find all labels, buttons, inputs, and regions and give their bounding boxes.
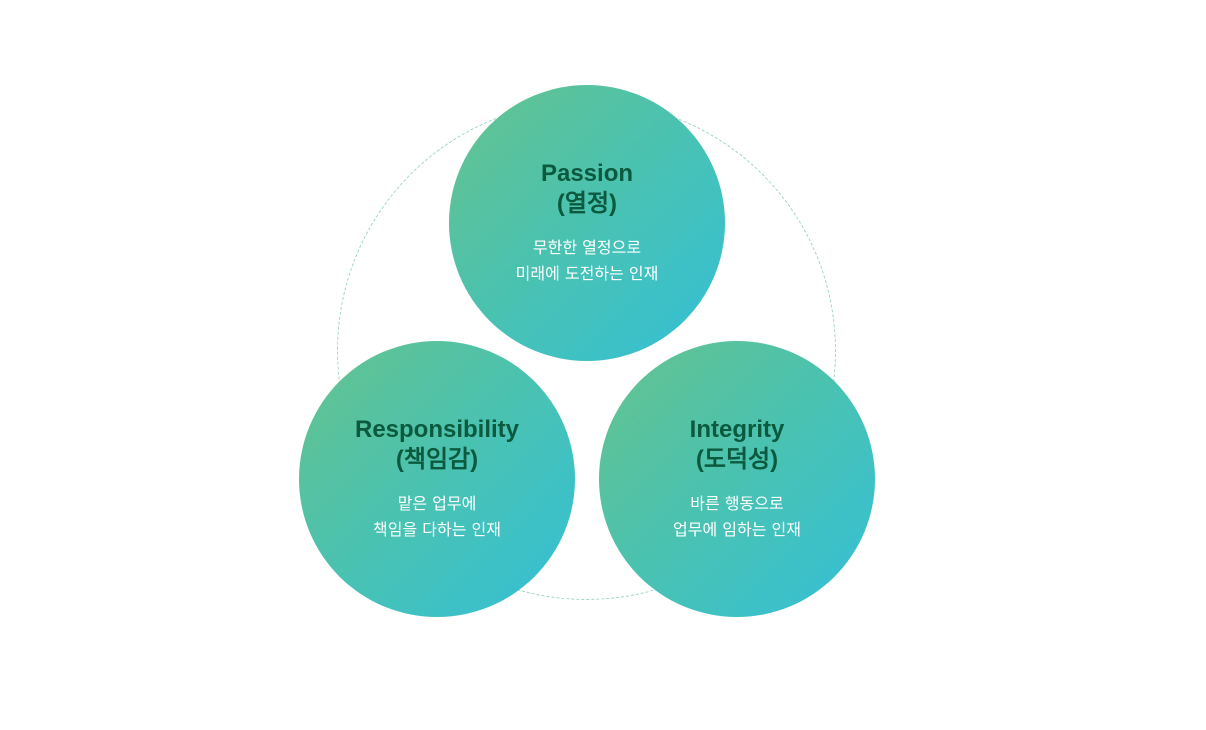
value-title-ko: (도덕성) bbox=[695, 446, 779, 473]
value-description: 맡은 업무에 책임을 다하는 인재 bbox=[373, 491, 501, 543]
value-description-line: 바른 행동으로 bbox=[690, 494, 784, 513]
value-circle-passion: Passion (열정) 무한한 열정으로 미래에 도전하는 인재 bbox=[449, 85, 725, 361]
value-title-en: Responsibility bbox=[354, 416, 520, 443]
value-title-en: Passion bbox=[540, 160, 634, 187]
value-title: Passion (열정) bbox=[541, 159, 633, 219]
value-description-line: 책임을 다하는 인재 bbox=[373, 520, 501, 539]
value-title-en: Integrity bbox=[689, 416, 785, 443]
value-description-line: 업무에 임하는 인재 bbox=[673, 520, 801, 539]
value-description: 무한한 열정으로 미래에 도전하는 인재 bbox=[516, 235, 659, 287]
value-description-line: 미래에 도전하는 인재 bbox=[515, 264, 659, 283]
value-circle-responsibility: Responsibility (책임감) 맡은 업무에 책임을 다하는 인재 bbox=[299, 341, 575, 617]
value-title-ko: (열정) bbox=[556, 190, 618, 217]
value-description-line: 무한한 열정으로 bbox=[532, 238, 642, 257]
value-description-line: 맡은 업무에 bbox=[397, 494, 477, 513]
value-title: Responsibility (책임감) bbox=[355, 415, 519, 475]
value-title-ko: (책임감) bbox=[395, 446, 479, 473]
value-title: Integrity (도덕성) bbox=[690, 415, 785, 475]
value-description: 바른 행동으로 업무에 임하는 인재 bbox=[673, 491, 801, 543]
value-circle-integrity: Integrity (도덕성) 바른 행동으로 업무에 임하는 인재 bbox=[599, 341, 875, 617]
